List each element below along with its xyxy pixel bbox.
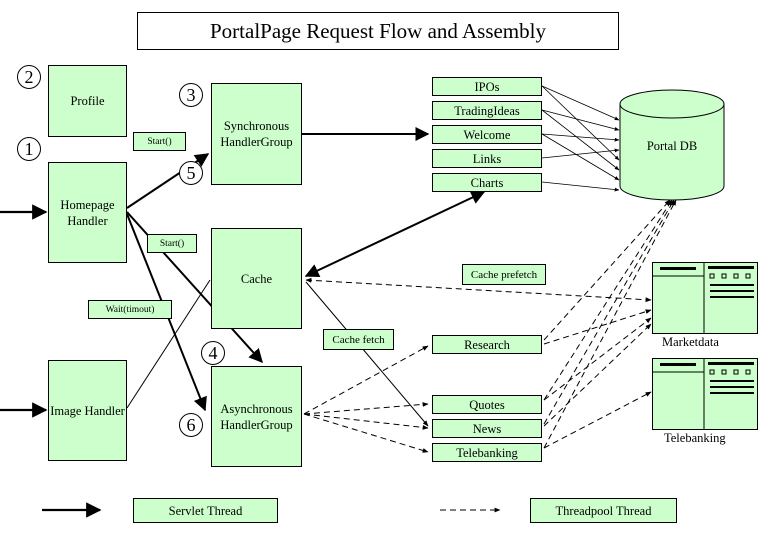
quotes-item: Quotes [432,395,542,414]
telebanking-page-icon [652,358,758,430]
ipos-item: IPOs [432,77,542,96]
profile-box: Profile [48,65,127,137]
legend-servlet-thread: Servlet Thread [133,498,278,523]
asynchronous-handlergroup-box: Asynchronous HandlerGroup [211,366,302,467]
step-2-badge: 2 [17,65,41,89]
start-label-1: Start() [133,132,186,151]
homepage-handler-box: Homepage Handler [48,162,127,263]
portal-db-label: Portal DB [646,139,698,153]
tradingideas-item: TradingIdeas [432,101,542,120]
step-5-badge: 5 [179,161,203,185]
links-item: Links [432,149,542,168]
legend-threadpool-thread: Threadpool Thread [530,498,677,523]
image-handler-box: Image Handler [48,360,127,461]
research-item: Research [432,335,542,354]
welcome-item: Welcome [432,125,542,144]
marketdata-page-icon [652,262,758,334]
news-item: News [432,419,542,438]
step-6-badge: 6 [179,413,203,437]
start-label-2: Start() [147,234,197,253]
marketdata-label: Marketdata [662,335,719,349]
charts-item: Charts [432,173,542,192]
cache-prefetch-label: Cache prefetch [462,264,546,285]
cache-fetch-label: Cache fetch [323,329,394,350]
cache-box: Cache [211,228,302,329]
portal-db-cylinder [619,89,725,201]
step-3-badge: 3 [179,83,203,107]
diagram-title: PortalPage Request Flow and Assembly [137,12,619,50]
telebanking-icon-label: Telebanking [664,431,726,445]
step-4-badge: 4 [201,341,225,365]
telebanking-item: Telebanking [432,443,542,462]
wait-timeout-label: Wait(timout) [88,300,172,319]
synchronous-handlergroup-box: Synchronous HandlerGroup [211,83,302,185]
step-1-badge: 1 [17,137,41,161]
